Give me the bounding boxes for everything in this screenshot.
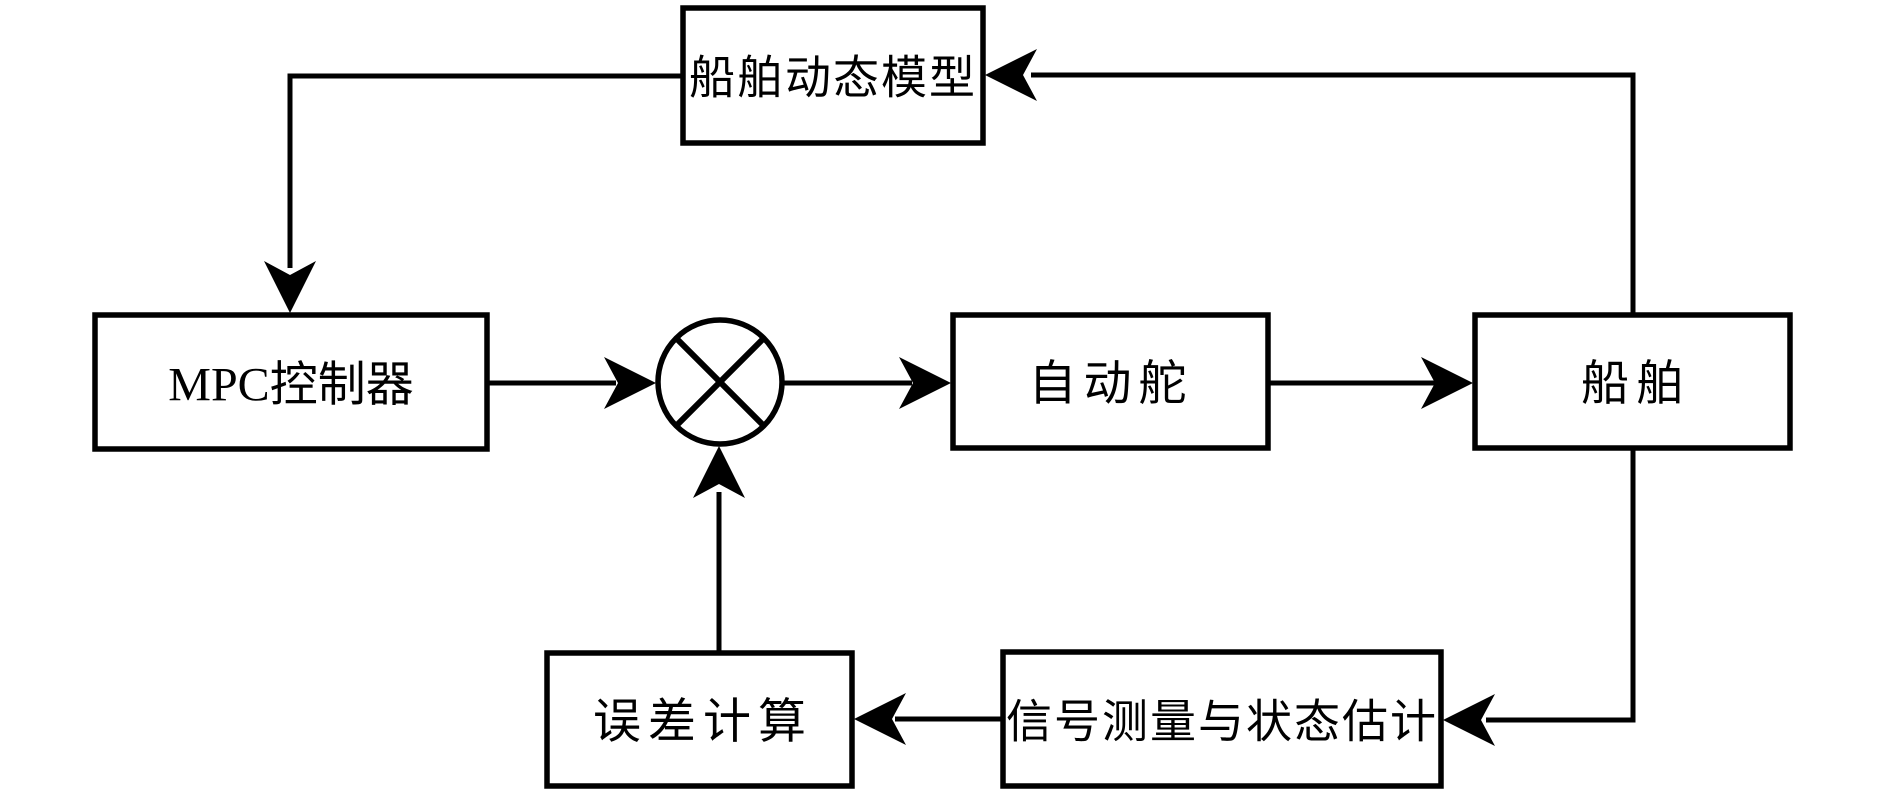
connector-error-to-junction xyxy=(693,446,745,653)
arrowhead-into-junction-bottom xyxy=(693,446,745,498)
block-ship-dynamic-model: 船舶动态模型 xyxy=(680,5,986,146)
connector-junction-to-autopilot xyxy=(782,357,951,409)
arrowhead-into-mpc xyxy=(264,261,316,313)
arrowhead-into-model xyxy=(985,49,1037,101)
signal-measurement-label: 信号测量与状态估计 xyxy=(1006,697,1438,748)
connector-ship-to-model xyxy=(985,49,1636,315)
ship-label: 船舶 xyxy=(1581,358,1691,411)
arrowhead-into-junction-left xyxy=(604,357,656,409)
autopilot-box xyxy=(950,312,1271,451)
block-autopilot: 自动舵 xyxy=(950,312,1271,451)
block-mpc-controller: MPC控制器 xyxy=(92,312,490,452)
connector-measure-to-error xyxy=(854,693,1003,745)
arrowhead-into-measure xyxy=(1443,694,1495,746)
block-ship: 船舶 xyxy=(1472,312,1793,451)
block-signal-measurement: 信号测量与状态估计 xyxy=(1000,649,1444,789)
junction-cross-line-2 xyxy=(674,336,766,428)
wire-ship-to-measure xyxy=(1486,448,1636,723)
autopilot-label: 自动舵 xyxy=(1028,358,1193,411)
ship-dynamic-model-box xyxy=(680,5,986,146)
arrowhead-into-error xyxy=(854,693,906,745)
wire-ship-to-model xyxy=(1031,72,1636,315)
ship-box xyxy=(1472,312,1793,451)
arrowhead-into-autopilot xyxy=(899,357,951,409)
multiplier-junction-icon xyxy=(655,317,785,447)
connector-model-to-mpc xyxy=(264,73,683,313)
connector-autopilot-to-ship xyxy=(1268,357,1473,409)
connector-mpc-to-junction xyxy=(487,357,656,409)
mpc-controller-label: MPC控制器 xyxy=(168,359,413,412)
error-calculation-label: 误差计算 xyxy=(593,696,813,749)
block-error-calculation: 误差计算 xyxy=(544,650,855,789)
error-calculation-box xyxy=(544,650,855,789)
mpc-controller-box xyxy=(92,312,490,452)
connector-ship-to-measure xyxy=(1443,448,1636,746)
ship-dynamic-model-label: 船舶动态模型 xyxy=(689,53,977,104)
signal-measurement-box xyxy=(1000,649,1444,789)
wire-model-to-mpc xyxy=(287,73,683,268)
arrowhead-into-ship xyxy=(1421,357,1473,409)
